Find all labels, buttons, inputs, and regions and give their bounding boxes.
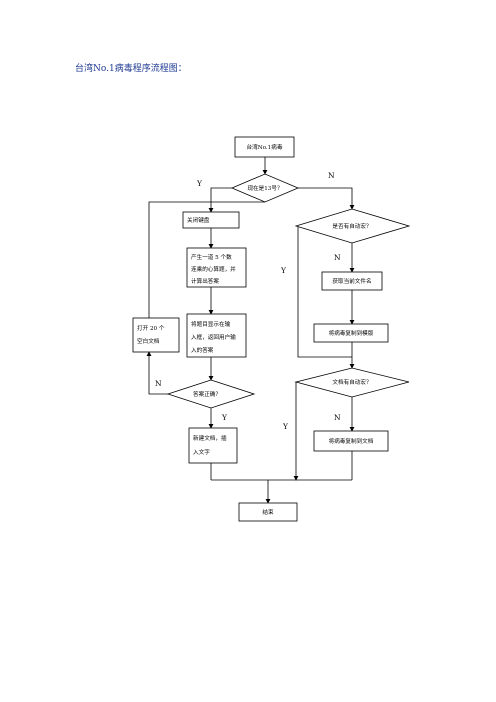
decision-date-check: 现在是13号？ [230,173,300,203]
page-title: 台湾No.1病毒程序流程图： [75,64,187,74]
node-copy-to-template: 将病毒复制到模版 [313,323,389,343]
node-close-keyboard: 关闭键盘 [182,211,240,229]
node-copy-to-template-label: 将病毒复制到模版 [329,329,374,337]
node-open-docs-line2: 空白文档 [137,337,160,345]
edge-docautoopen-yes [293,381,309,481]
node-end: 结束 [238,502,298,522]
decision-has-autoopen-label: 是否有自动宏？ [332,222,371,230]
label-doc-autoopen-yes: Y [282,422,289,431]
node-copy-to-document-label: 将病毒复制到文档 [329,437,374,445]
node-show-question: 将题目显示在输 入框，返回用户输 入的答案 [186,313,247,358]
decision-date-check-label: 现在是13号？ [247,184,282,192]
label-autoopen-no: N [334,253,341,262]
node-generate-question: 产生一道 5 个数 连乘的心算题，并 计算出答案 [186,247,247,288]
node-close-keyboard-label: 关闭键盘 [187,216,210,224]
node-new-document-line1: 新建文档，插 [193,434,227,442]
node-show-question-line2: 入框，返回用户输 [191,333,236,341]
node-new-document: 新建文档，插 入文字 [188,427,238,464]
node-end-label: 结束 [262,508,274,516]
label-doc-autoopen-no: N [334,413,341,422]
node-show-question-line1: 将题目显示在输 [191,320,231,328]
node-get-filename-label: 获取当前文件名 [332,277,371,285]
label-answer-no: N [155,379,162,388]
node-show-question-line3: 入的答案 [191,346,214,354]
node-copy-to-document: 将病毒复制到文档 [313,430,389,452]
decision-answer-check-label: 答案正确？ [193,390,221,398]
edge-opendocs-loop [148,201,265,318]
node-generate-question-line2: 连乘的心算题，并 [191,265,236,273]
node-get-filename: 获取当前文件名 [321,271,383,291]
node-start: 台湾No.1病毒 [234,136,295,158]
branch-labels: Y N N Y N Y N Y [155,171,341,431]
node-generate-question-line3: 计算出答案 [191,277,219,285]
edge-date-no [298,187,355,210]
label-answer-yes: Y [221,413,228,422]
edge-date-yes [208,187,232,213]
flow-edges [146,157,355,504]
label-date-no: N [328,171,335,180]
node-generate-question-line1: 产生一道 5 个数 [191,253,232,261]
label-autoopen-yes: Y [280,266,287,275]
decision-doc-autoopen-label: 文档有自动宏？ [332,378,371,386]
node-open-docs: 打开 20 个 空白文档 [132,317,180,353]
decision-doc-autoopen: 文档有自动宏？ [294,367,410,398]
node-open-docs-line1: 打开 20 个 [137,324,165,332]
label-date-yes: Y [196,179,203,188]
decision-has-autoopen: 是否有自动宏？ [294,208,411,244]
decision-answer-check: 答案正确？ [166,379,256,409]
edge-answer-no [146,351,168,395]
node-new-document-line2: 入文字 [193,448,210,456]
node-start-label: 台湾No.1病毒 [247,143,283,151]
